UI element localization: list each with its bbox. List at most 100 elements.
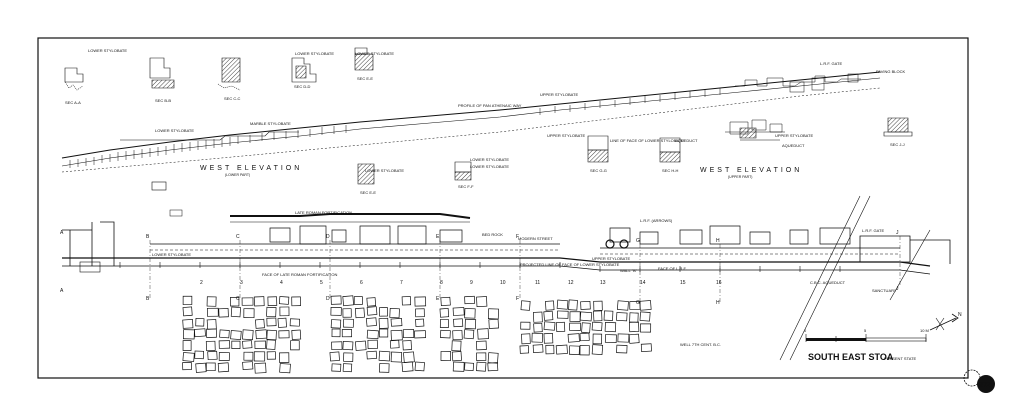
stone-block [267,296,278,306]
stone-block [366,297,377,307]
plan-note: LATE ROMAN FORTIFICATION [295,210,352,215]
stone-block [194,350,205,360]
stone-block [378,350,391,362]
stone-block [353,296,363,305]
stone-block [343,352,354,362]
stone-block [195,318,205,327]
west-elevation: WEST ELEVATION (LOWER PART) WEST ELEVATI… [61,71,881,217]
grid-number: 10 [500,280,506,286]
stone-block [367,339,378,349]
plan-note: SANCTUARY [872,288,897,293]
stone-block [254,362,267,374]
stone-block [477,328,489,340]
elevation-note: PAVING BLOCK [876,69,906,74]
title-block: SOUTH EAST STOA PRESENT STATE [808,352,917,362]
elevation-note: L.R.F. GATE [820,61,842,66]
stone-block [329,351,340,362]
elevation-note: LOWER STYLOBATE [365,168,404,173]
section-label: SEC H-H [662,168,679,173]
stone-block [207,350,218,361]
stone-block [266,317,277,327]
stone-block [487,362,499,372]
stone-block [519,345,530,354]
stone-block [291,329,302,340]
stone-block [604,321,617,333]
stone-block [365,317,377,327]
stone-block [366,306,378,316]
stone-block [579,311,593,322]
grid-number: 16 [716,280,722,286]
plan-note: L.R.F. GATE [862,228,884,233]
elevation-note: UPPER STYLOBATE [540,92,578,97]
stone-block [341,329,353,338]
stone-block [379,363,390,373]
stone-block [592,333,603,345]
plan-note: FACE OF LATE ROMAN FORTIFICATION [262,272,337,277]
elevation-note: LOWER STYLOBATE [355,51,394,56]
stone-block [616,312,628,322]
stone-block [290,340,300,351]
stone-block [568,345,580,355]
stone-block [182,295,193,305]
stone-block [342,295,354,307]
stone-block [640,343,652,352]
stone-block [543,333,554,344]
stone-block [532,344,544,353]
stone-block [389,339,400,349]
elevation-note: LOWER STYLOBATE [470,164,509,169]
stone-block [451,351,462,362]
stone-block [452,307,465,316]
section-marker: C [236,296,240,302]
stone-block [390,351,403,363]
section-label: SEC C-C [224,96,241,101]
stone-block [331,328,341,338]
elevation-subtitle-lower: (LOWER PART) [225,173,250,177]
elevation-note: LOWER STYLOBATE [155,128,194,133]
stone-block [182,352,195,362]
elevation-notes: LOWER STYLOBATE LOWER STYLOBATE LOWER ST… [88,48,906,173]
stone-block [193,328,206,338]
elevation-note: UPPER STYLOBATE [547,133,585,138]
stone-block [556,299,569,310]
stone-block [591,344,604,355]
stone-block [402,329,415,339]
elevation-title-lower: WEST ELEVATION [200,165,302,172]
stone-block [231,340,241,349]
section-marker: G [636,300,640,306]
stone-block [266,329,277,341]
stone-block [439,319,449,328]
section-marker: A [60,288,64,294]
stone-block [545,344,555,355]
stone-block [342,308,352,318]
scale-label: 5 [864,328,867,333]
stone-block [379,307,388,317]
stone-block [255,318,265,329]
stone-block [218,340,231,349]
stone-block [243,308,255,319]
section-marker: H [716,300,720,306]
section-labels: SEC A-A SEC B-B SEC C-C SEC D-D SEC E-E … [65,76,905,195]
stone-block [453,318,464,328]
elevation-note: PROFILE OF PAN ATHENAIC WAY [458,103,522,108]
stone-block [464,318,477,330]
stone-block [343,318,354,328]
stone-block [464,308,476,319]
plan-note: UPPER STYLOBATE [592,256,630,261]
stone-block [279,363,291,374]
stone-block [355,340,367,351]
stone-block [217,362,230,373]
stone-block [266,339,276,350]
stone-block [330,295,342,305]
stone-block [242,329,254,341]
drawing-subtitle: PRESENT STATE [884,356,917,361]
stone-block [219,329,230,339]
elevation-title-upper: WEST ELEVATION [700,167,802,174]
elevation-note: LOWER STYLOBATE [470,157,509,162]
stone-block [330,319,342,329]
stone-block [604,334,617,343]
north-label: N [958,312,962,318]
stone-block [183,329,195,340]
stone-block [579,345,590,356]
stone-block [230,296,240,307]
